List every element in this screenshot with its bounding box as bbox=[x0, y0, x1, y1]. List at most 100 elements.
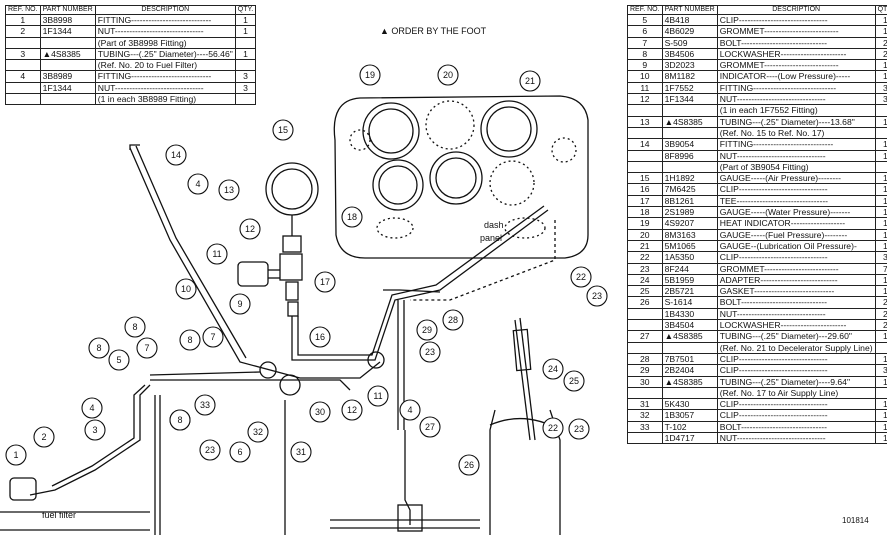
qty-cell: 3 bbox=[874, 93, 887, 106]
table-header-row: REF. NO. PART NUMBER DESCRIPTION QTY. bbox=[5, 5, 257, 15]
ref-cell bbox=[5, 93, 41, 106]
description-cell: GAUGE-----(Fuel Pressure)-------- bbox=[716, 228, 876, 241]
qty-cell: 1 bbox=[874, 273, 887, 287]
part-number-cell bbox=[661, 160, 718, 174]
fuel-pressure-gauge bbox=[429, 151, 483, 205]
callout-number: 7 bbox=[210, 332, 215, 342]
description-cell: CLIP------------------------------- bbox=[716, 409, 876, 422]
callout-circle bbox=[187, 173, 209, 195]
ref-cell bbox=[627, 431, 663, 445]
part-number-cell: 3D2023 bbox=[661, 59, 718, 72]
qty-cell: 1 bbox=[234, 47, 257, 61]
qty-cell bbox=[874, 341, 887, 354]
description-cell: GROMMET-------------------------- bbox=[716, 25, 876, 38]
qty-cell: 1 bbox=[874, 172, 887, 185]
callout-number: 5 bbox=[116, 355, 121, 365]
callout-3: 3 bbox=[84, 419, 106, 441]
qty-cell bbox=[874, 126, 887, 140]
callout-circle bbox=[136, 337, 158, 359]
description-cell: CLIP------------------------------- bbox=[716, 364, 876, 377]
part-number-cell: 8M3163 bbox=[661, 228, 718, 241]
table-row: (Ref. No. 21 to Decelerator Supply Line) bbox=[627, 341, 887, 354]
callout-circle bbox=[442, 309, 464, 331]
ref-cell: 24 bbox=[627, 273, 663, 287]
ref-cell: 7 bbox=[627, 36, 663, 49]
callout-number: 29 bbox=[422, 325, 432, 335]
qty-cell: 1 bbox=[874, 420, 887, 433]
col-part-header: PART NUMBER bbox=[661, 5, 718, 15]
ref-cell: 1 bbox=[5, 13, 41, 27]
description-cell: NUT------------------------------- bbox=[94, 25, 236, 38]
col-qty-header: QTY. bbox=[234, 5, 257, 15]
callout-circle bbox=[314, 271, 336, 293]
ref-cell: 6 bbox=[627, 25, 663, 38]
part-number-cell: 3B8989 bbox=[39, 70, 96, 83]
qty-cell: 1 bbox=[874, 59, 887, 72]
ref-cell: 31 bbox=[627, 398, 663, 411]
description-cell: INDICATOR----(Low Pressure)----- bbox=[716, 70, 876, 83]
col-ref-header: REF. NO. bbox=[627, 5, 663, 15]
description-cell: TUBING---(.25" Diameter)---29.60" bbox=[716, 330, 876, 343]
dash-label: dash bbox=[484, 220, 504, 230]
ref-cell: 30 bbox=[627, 375, 663, 388]
table-row: (Part of 3B8998 Fitting) bbox=[5, 36, 257, 49]
description-cell: NUT------------------------------- bbox=[716, 307, 876, 321]
callout-circle bbox=[165, 144, 187, 166]
description-cell: (Part of 3B9054 Fitting) bbox=[716, 160, 876, 174]
callout-circle bbox=[202, 326, 224, 348]
part-number-cell: 5M1065 bbox=[661, 239, 718, 253]
callout-number: 22 bbox=[548, 423, 558, 433]
ref-cell: 15 bbox=[627, 172, 663, 185]
dash-panel-outline bbox=[333, 95, 589, 259]
callout-circle bbox=[218, 179, 240, 201]
description-cell: LOCKWASHER----------------------- bbox=[716, 47, 876, 61]
table-row: (Ref. No. 17 to Air Supply Line) bbox=[627, 386, 887, 400]
callout-17: 17 bbox=[314, 271, 336, 293]
callout-4: 4 bbox=[187, 173, 209, 195]
description-cell: GASKET---------------------------- bbox=[716, 285, 876, 298]
description-cell: GAUGE--(Lubrication Oil Pressure)- bbox=[716, 239, 876, 253]
panel-label: panel bbox=[480, 233, 503, 243]
part-number-cell: 1H1892 bbox=[661, 172, 718, 185]
qty-cell bbox=[874, 104, 887, 117]
col-qty-header: QTY. bbox=[874, 5, 887, 15]
qty-cell: 1 bbox=[234, 25, 257, 38]
ref-cell: 3 bbox=[5, 47, 41, 61]
callout-circle bbox=[586, 285, 608, 307]
part-number-cell bbox=[661, 126, 718, 140]
callout-8: 8 bbox=[179, 329, 201, 351]
callout-13: 13 bbox=[218, 179, 240, 201]
description-cell: NUT------------------------------- bbox=[716, 149, 876, 162]
qty-cell: 1 bbox=[874, 409, 887, 422]
callout-11: 11 bbox=[206, 243, 228, 265]
qty-cell: 1 bbox=[874, 431, 887, 445]
callout-circle bbox=[359, 64, 381, 86]
callout-number: 27 bbox=[425, 422, 435, 432]
callout-circle bbox=[5, 444, 27, 466]
callout-number: 22 bbox=[576, 272, 586, 282]
callout-circle bbox=[399, 399, 421, 421]
description-cell: CLIP------------------------------- bbox=[716, 13, 876, 27]
callout-22: 22 bbox=[570, 266, 592, 288]
callout-circle bbox=[81, 397, 103, 419]
part-number-cell: 4S9207 bbox=[661, 217, 718, 230]
callout-number: 12 bbox=[347, 405, 357, 415]
oil-pressure-gauge bbox=[480, 100, 538, 158]
ref-cell: 20 bbox=[627, 228, 663, 241]
col-desc-header: DESCRIPTION bbox=[94, 5, 236, 15]
ref-cell: 16 bbox=[627, 183, 663, 196]
table-row: (Ref. No. 15 to Ref. No. 17) bbox=[627, 126, 887, 140]
callout-circle bbox=[570, 266, 592, 288]
ref-cell: 19 bbox=[627, 217, 663, 230]
callout-12: 12 bbox=[341, 399, 363, 421]
callout-number: 23 bbox=[205, 445, 215, 455]
callout-number: 14 bbox=[171, 150, 181, 160]
callout-circle bbox=[367, 385, 389, 407]
description-cell: NUT------------------------------- bbox=[716, 431, 876, 445]
callout-15: 15 bbox=[272, 119, 294, 141]
ref-cell: 26 bbox=[627, 296, 663, 309]
